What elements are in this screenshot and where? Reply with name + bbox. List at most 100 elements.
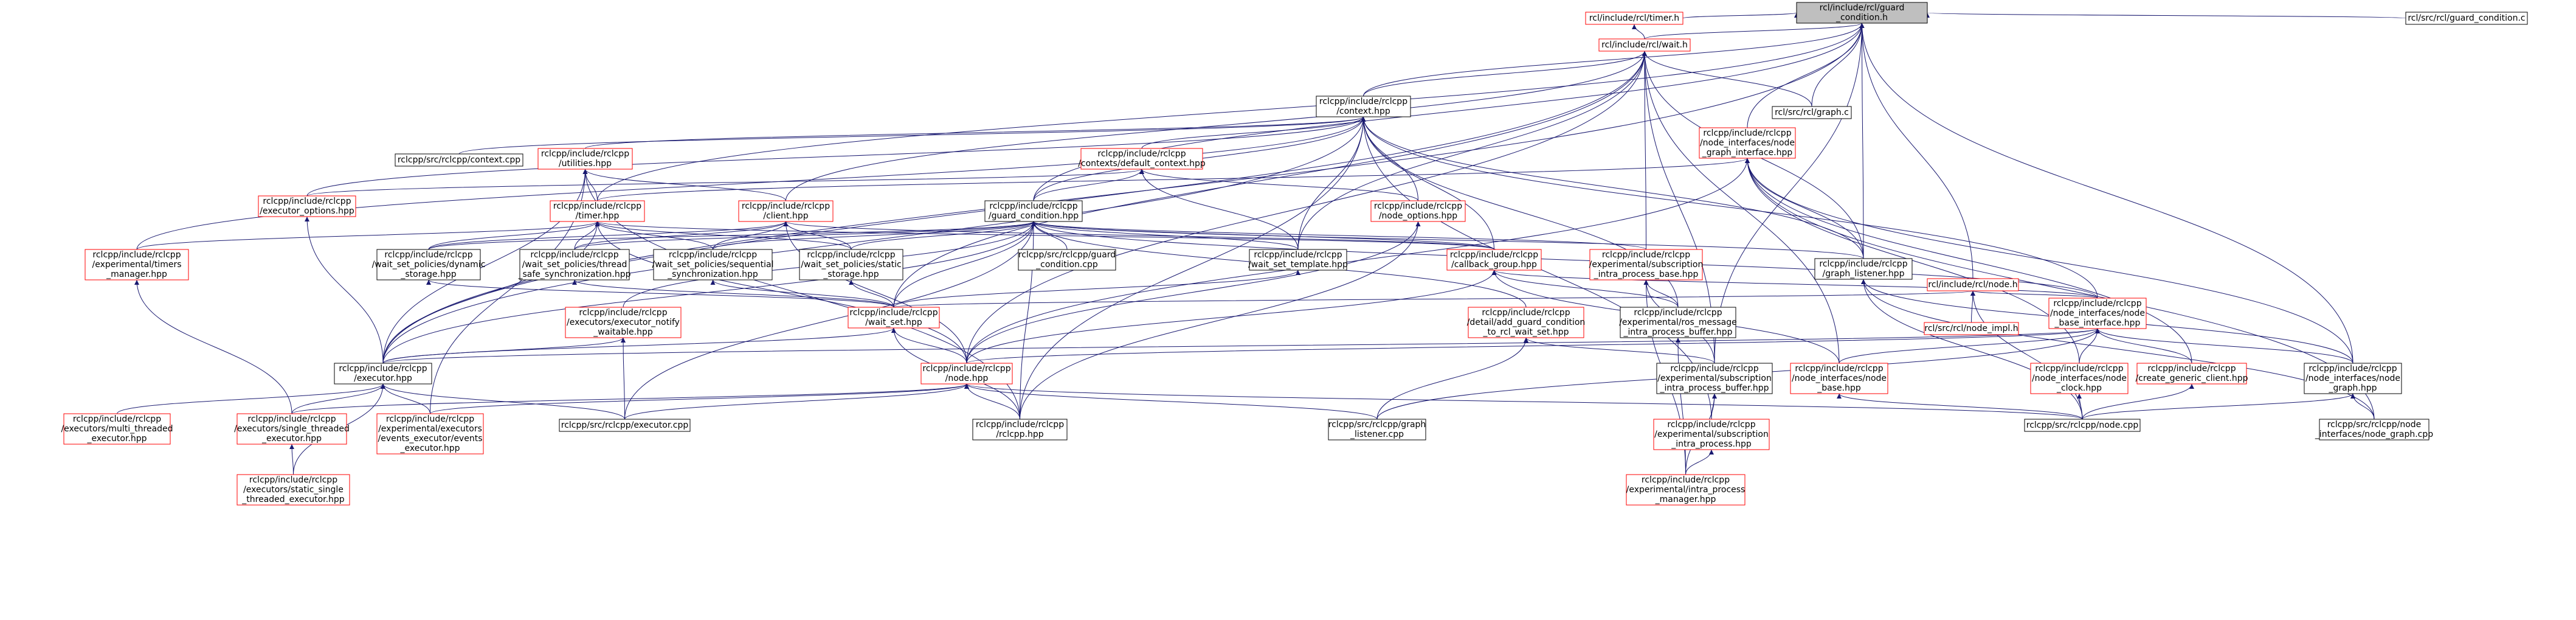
node-label: /executors/static_single [243,485,344,495]
node-graph_c[interactable]: rcl/src/rcl/graph.c [1772,106,1852,119]
node-node_cpp[interactable]: rclcpp/src/rclcpp/node.cpp [2024,419,2141,432]
node-exp_timers_mgr[interactable]: rclcpp/include/rclcpp/experimental/timer… [85,249,189,280]
node-executor_cpp[interactable]: rclcpp/src/rclcpp/executor.cpp [559,419,691,432]
node-graph_listener[interactable]: rclcpp/include/rclcpp/graph_listener.hpp [1814,258,1913,280]
edge-callback_group-to-client_hpp [783,221,1494,250]
node-box [1814,258,1913,280]
node-exp_sub_ip_buffer[interactable]: rclcpp/include/rclcpp/experimental/subsc… [1656,363,1773,394]
edge-exp_timers_mgr-to-context [136,116,1366,250]
node-ni_node_clock[interactable]: rclcpp/include/rclcpp/node_interfaces/no… [2030,363,2129,394]
node-node_impl[interactable]: rcl/src/rcl/node_impl.h [1924,322,2019,335]
node-context_cpp[interactable]: rclcpp/src/rclcpp/context.cpp [395,153,523,167]
node-box [1656,363,1773,394]
node-label: /wait_set.hpp [865,318,922,327]
node-box [559,419,691,432]
edge-timer_hpp-to-root [597,23,1865,201]
edge-executor_options-to-context [306,116,1366,197]
edge-rclcpp_hpp-to-node_hpp [964,383,1020,420]
node-label: rclcpp/src/rclcpp/graph [1328,420,1426,430]
node-box [1446,249,1542,271]
node-box [334,363,432,385]
node-ni_graph_if[interactable]: rclcpp/include/rclcpp/node_interfaces/no… [1699,127,1796,159]
node-box [984,200,1083,222]
node-wp_sequential[interactable]: rclcpp/include/rclcpp/wait_set_policies/… [652,249,774,280]
node-box [376,413,484,455]
node-wait_h[interactable]: rcl/include/rcl/wait.h [1598,38,1691,52]
edge-node_cpp-to-node_hpp [964,383,2083,420]
node-ni_node_graph[interactable]: rclcpp/include/rclcpp/node_interfaces/no… [2304,363,2402,394]
node-context[interactable]: rclcpp/include/rclcpp/context.hpp [1316,96,1411,117]
node-wait_set_template[interactable]: rclcpp/include/rclcpp/wait_set_template.… [1248,249,1348,271]
node-wp_static[interactable]: rclcpp/include/rclcpp/wait_set_policies/… [799,249,903,280]
node-utilities[interactable]: rclcpp/include/rclcpp/utilities.hpp [537,148,633,170]
node-wp_thread_safe[interactable]: rclcpp/include/rclcpp/wait_set_policies/… [517,249,631,280]
node-label: _safe_synchronization.hpp [517,270,630,279]
edge-graph_c-to-wait_h [1642,51,1812,107]
node-executor[interactable]: rclcpp/include/rclcpp/executor.hpp [334,363,432,385]
node-node_h[interactable]: rcl/include/rcl/node.h [1927,278,2019,291]
node-label: /executors/single_threaded [234,424,350,434]
node-ni_base_if[interactable]: rclcpp/include/rclcpp/node_interfaces/no… [2048,298,2147,329]
node-label: /wait_set_policies/dynamic [372,260,486,270]
edge-node_impl-to-node_h [1970,290,1975,323]
node-box [2024,419,2141,432]
node-client_hpp[interactable]: rclcpp/include/rclcpp/client.hpp [738,200,834,222]
node-single_threaded[interactable]: rclcpp/include/rclcpp/executors/single_t… [234,413,350,445]
node-multi_threaded[interactable]: rclcpp/include/rclcpp/executors/multi_th… [61,413,173,445]
node-node_options[interactable]: rclcpp/include/rclcpp/node_options.hpp [1370,200,1466,222]
node-ni_node_base[interactable]: rclcpp/include/rclcpp/node_interfaces/no… [1790,363,1888,394]
node-wait_set[interactable]: rclcpp/include/rclcpp/wait_set.hpp [848,307,940,329]
node-label: _synchronization.hpp [667,270,758,279]
node-create_generic_client[interactable]: rclcpp/include/rclcpp/create_generic_cli… [2135,363,2248,385]
edge-node_hpp-to-ni_base_if [966,328,2100,364]
edge-wait_set-to-wait_h [893,51,1647,308]
node-timer_h[interactable]: rcl/include/rcl/timer.h [1585,12,1683,25]
node-box [63,413,171,445]
node-label: rclcpp/include/rclcpp [541,149,629,159]
node-label: rclcpp/include/rclcpp [1254,250,1342,260]
node-label: _base_interface.hpp [2054,318,2141,328]
node-box [1620,307,1736,338]
node-intra_process_mgr[interactable]: rclcpp/include/rclcpp/experimental/intra… [1626,474,1746,506]
node-label: rclcpp/include/rclcpp [976,420,1064,430]
node-label: rclcpp/include/rclcpp [1795,364,1883,374]
edge-timer_hpp-to-ni_graph_if [597,158,1750,201]
node-guard_c[interactable]: rcl/src/rcl/guard_condition.c [2405,12,2528,25]
edge-create_generic_client-to-ni_base_if [2095,328,2192,364]
node-exp_sub_ipb[interactable]: rclcpp/include/rclcpp/experimental/subsc… [1589,249,1704,280]
node-static_single[interactable]: rclcpp/include/rclcpp/executors/static_s… [237,474,350,506]
edge-wp_thread_safe-to-guard_hpp [574,221,1036,250]
node-events_executor[interactable]: rclcpp/include/rclcpp/experimental/execu… [376,413,484,455]
node-graph_listener_cpp[interactable]: rclcpp/src/rclcpp/graph_listener.cpp [1328,419,1426,441]
edge-client_hpp-to-utilities [582,169,786,201]
edge-graph_listener_cpp-to-node_hpp [964,383,1378,420]
node-box [1927,278,2019,291]
node-label: /node_options.hpp [1379,211,1457,221]
node-ros_msg_ipb[interactable]: rclcpp/include/rclcpp/experimental/ros_m… [1619,307,1737,338]
node-callback_group[interactable]: rclcpp/include/rclcpp/callback_group.hpp [1446,249,1542,271]
node-guard_cpp[interactable]: rclcpp/src/rclcpp/guard_condition.cpp [1018,249,1116,271]
edge-wait_set_template-to-default_context [1139,169,1299,250]
edge-timer_h-to-root [1682,12,1799,19]
node-node_graph_cpp[interactable]: rclcpp/src/rclcpp/node_interfaces/node_g… [2315,419,2433,441]
node-label: /experimental/subscription [1657,374,1772,383]
node-exp_sub_ip[interactable]: rclcpp/include/rclcpp/experimental/subsc… [1653,419,1770,450]
node-add_guard[interactable]: rclcpp/include/rclcpp/detail/add_guard_c… [1467,307,1586,338]
node-wp_dynamic[interactable]: rclcpp/include/rclcpp/wait_set_policies/… [372,249,486,280]
edge-ni_node_graph-to-ni_base_if [2095,328,2353,364]
node-label: rclcpp/include/rclcpp [92,250,181,260]
node-label: rclcpp/src/rclcpp/node [2327,420,2422,430]
node-executor_options[interactable]: rclcpp/include/rclcpp/executor_options.h… [258,195,356,217]
node-label: _manager.hpp [1655,495,1716,504]
node-label: /utilities.hpp [559,159,612,169]
node-box [1316,96,1411,117]
node-guard_hpp[interactable]: rclcpp/include/rclcpp/guard_condition.hp… [984,200,1083,222]
node-exec_notify[interactable]: rclcpp/include/rclcpp/executors/executor… [565,307,682,338]
node-default_context[interactable]: rclcpp/include/rclcpp/contexts/default_c… [1078,148,1206,170]
node-box [1585,12,1683,25]
node-rclcpp_hpp[interactable]: rclcpp/include/rclcpp/rclcpp.hpp [972,419,1068,441]
edge-guard_hpp-to-default_context [1033,169,1144,201]
node-node_hpp[interactable]: rclcpp/include/rclcpp/node.hpp [920,363,1013,385]
node-timer_hpp[interactable]: rclcpp/include/rclcpp/timer.hpp [550,200,645,222]
